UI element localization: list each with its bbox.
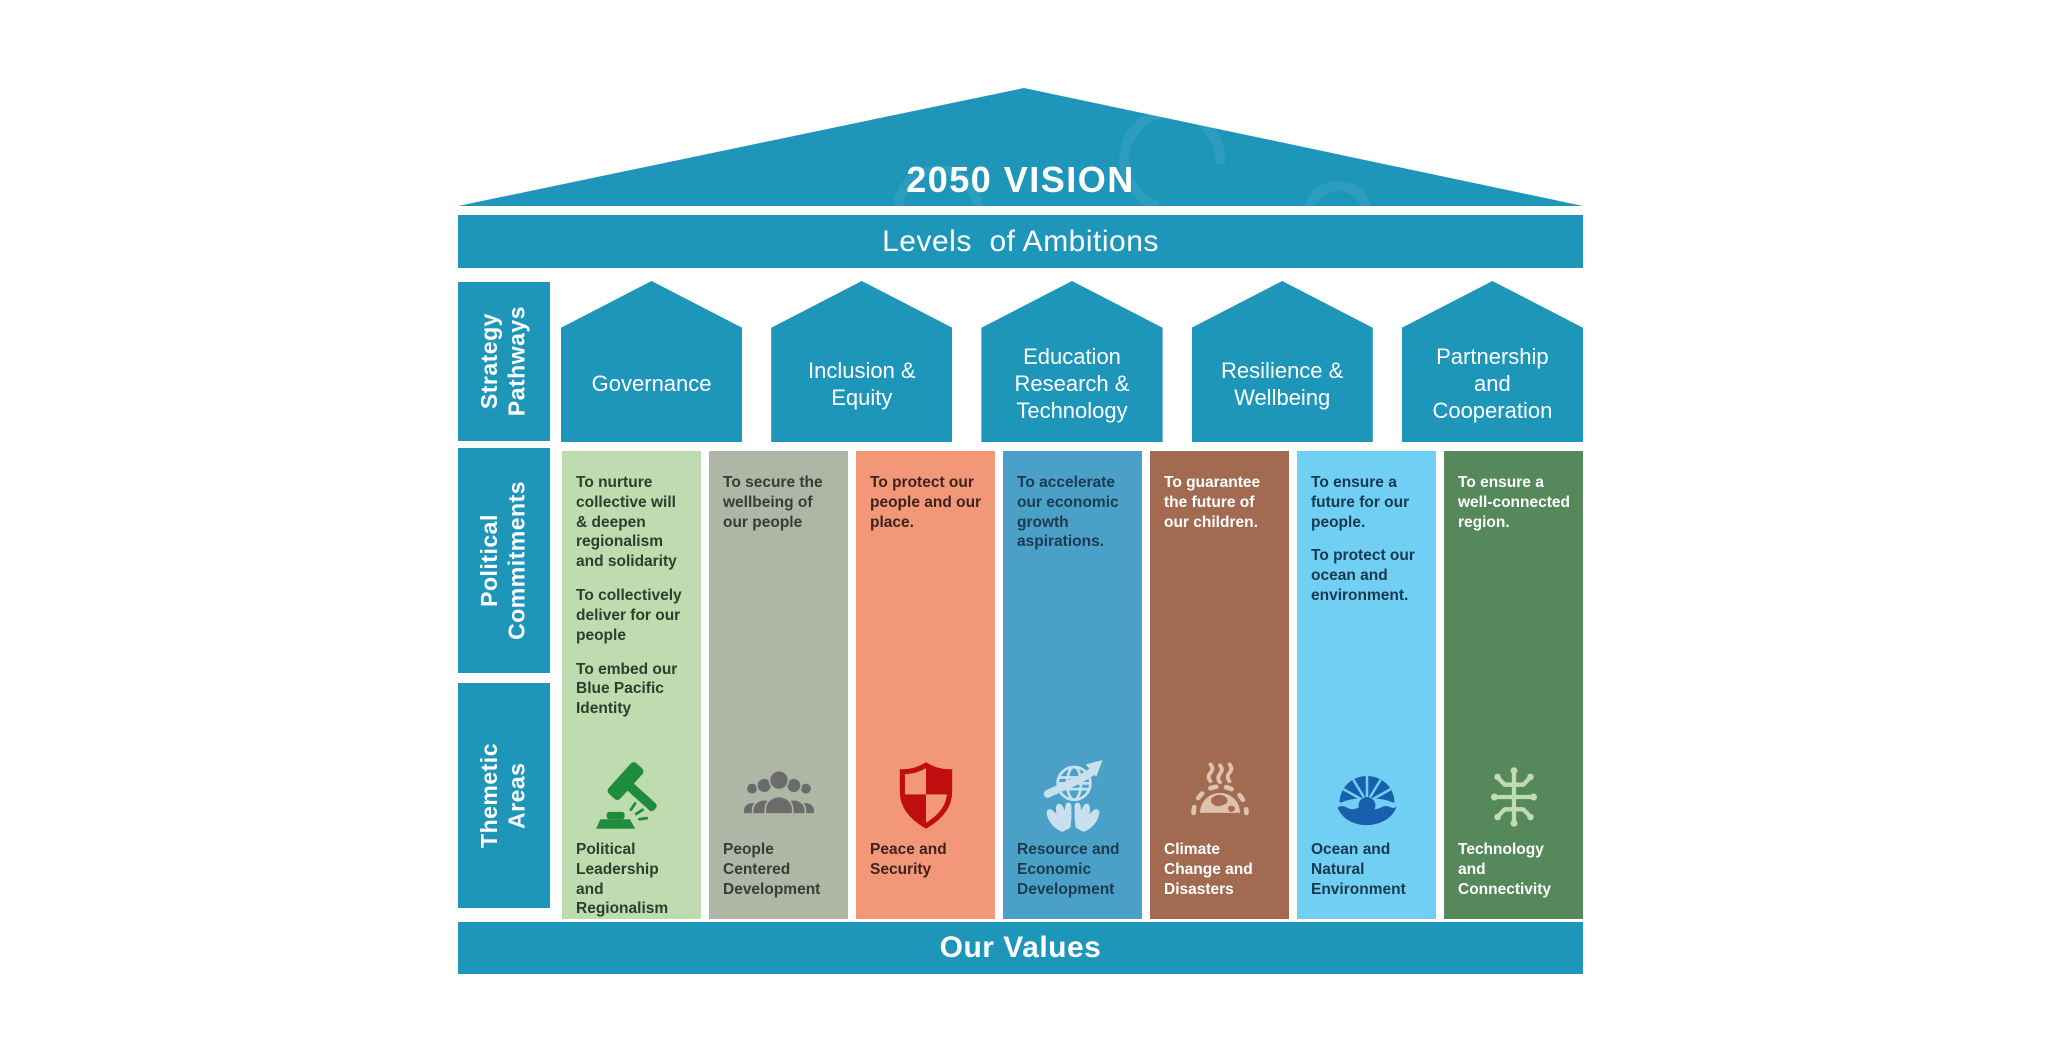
thematic-tile-technology-connectivity: Technology and Connectivity bbox=[1444, 722, 1583, 920]
pathway-inclusion-equity: Inclusion & Equity bbox=[771, 281, 953, 442]
commitment-tile-resource-economic: To accelerate our economic growth aspira… bbox=[1003, 451, 1142, 744]
levels-of-ambitions-banner: Levels of Ambitions bbox=[458, 215, 1583, 268]
thematic-tile-resource-economic: Resource and Economic Development bbox=[1003, 722, 1142, 920]
commitment-text: To protect our people and our place. bbox=[870, 474, 982, 531]
sidebar-strategy-pathways: Strategy Pathways bbox=[458, 282, 550, 441]
commitment-text: To guarantee the future of our children. bbox=[1164, 474, 1261, 531]
commitment-text: To ensure a well-connected region. bbox=[1458, 474, 1570, 531]
levels-of-ambitions-label: Levels of Ambitions bbox=[882, 224, 1159, 258]
hands-globe-icon bbox=[1003, 722, 1142, 834]
commitment-tile-people-centered: To secure the wellbeing of our people bbox=[709, 451, 848, 744]
commitment-text: To secure the wellbeing of our people bbox=[723, 474, 823, 531]
thematic-tile-climate-disasters: Climate Change and Disasters bbox=[1150, 722, 1289, 920]
thematic-area-label: Resource and Economic Development bbox=[1017, 841, 1120, 898]
thematic-area-label: Climate Change and Disasters bbox=[1164, 841, 1253, 898]
commitment-text: To embed our Blue Pacific Identity bbox=[576, 660, 678, 718]
thematic-area-label: Peace and Security bbox=[870, 841, 947, 878]
vision-title: 2050 VISION bbox=[906, 159, 1135, 200]
commitment-tile-ocean-environment: To ensure a future for our people. To pr… bbox=[1297, 451, 1436, 744]
thematic-area-label: Political Leadership and Regionalism bbox=[576, 841, 669, 918]
pathway-resilience-wellbeing: Resilience & Wellbeing bbox=[1191, 281, 1373, 442]
thematic-area-label: Technology and Connectivity bbox=[1458, 841, 1552, 898]
commitment-tile-peace-security: To protect our people and our place. bbox=[856, 451, 995, 744]
thematic-area-label: Ocean and Natural Environment bbox=[1311, 841, 1406, 898]
shield-icon bbox=[856, 722, 995, 834]
strategy-pathways-row: Governance Inclusion & Equity Education … bbox=[561, 281, 1583, 442]
roof: 2050 VISION bbox=[458, 88, 1583, 255]
thematic-tile-political-leadership: Political Leadership and Regionalism bbox=[562, 722, 701, 920]
commitment-text: To nurture collective will & deepen regi… bbox=[576, 474, 677, 571]
thematic-area-label: People Centered Development bbox=[723, 841, 821, 898]
commitment-tile-climate-disasters: To guarantee the future of our children. bbox=[1150, 451, 1289, 744]
thematic-areas-label: Themetic Areas bbox=[476, 743, 530, 848]
strategy-pathways-label: Strategy Pathways bbox=[476, 306, 530, 417]
pathway-partnership-cooperation: Partnership and Cooperation bbox=[1401, 281, 1583, 442]
thematic-tile-ocean-environment: Ocean and Natural Environment bbox=[1297, 722, 1436, 920]
our-values-label: Our Values bbox=[939, 931, 1102, 964]
commitment-text: To accelerate our economic growth aspira… bbox=[1017, 474, 1119, 551]
commitment-tile-technology-connectivity: To ensure a well-connected region. bbox=[1444, 451, 1583, 744]
thematic-tile-peace-security: Peace and Security bbox=[856, 722, 995, 920]
circuit-icon bbox=[1444, 722, 1583, 834]
pathway-label: Inclusion & Equity bbox=[807, 357, 916, 410]
political-commitments-label: Political Commitments bbox=[476, 481, 530, 640]
thematic-areas-row: Political Leadership and Regionalism Peo… bbox=[562, 722, 1583, 920]
pathway-label: Education Research & Technology bbox=[1014, 344, 1130, 423]
commitment-text: To collectively deliver for our people bbox=[576, 587, 682, 644]
sidebar-thematic-areas: Themetic Areas bbox=[458, 683, 550, 908]
pathway-label: Partnership and Cooperation bbox=[1432, 344, 1553, 423]
our-values-banner: Our Values bbox=[458, 922, 1583, 974]
thematic-tile-people-centered: People Centered Development bbox=[709, 722, 848, 920]
people-group-icon bbox=[709, 722, 848, 834]
political-commitments-row: To nurture collective will & deepen regi… bbox=[562, 451, 1583, 744]
oyster-pearl-icon bbox=[1297, 722, 1436, 834]
pathway-governance: Governance bbox=[561, 281, 743, 442]
pathway-label: Resilience & Wellbeing bbox=[1221, 357, 1344, 410]
earth-oven-icon bbox=[1150, 722, 1289, 834]
pathway-education-research-technology: Education Research & Technology bbox=[981, 281, 1163, 442]
commitment-text: To protect our ocean and environment. bbox=[1311, 547, 1415, 605]
commitment-text: To ensure a future for our people. bbox=[1311, 474, 1410, 531]
pathway-label: Governance bbox=[591, 371, 712, 397]
commitment-tile-political-leadership: To nurture collective will & deepen regi… bbox=[562, 451, 701, 744]
gavel-icon bbox=[562, 722, 701, 834]
sidebar-political-commitments: Political Commitments bbox=[458, 448, 550, 673]
